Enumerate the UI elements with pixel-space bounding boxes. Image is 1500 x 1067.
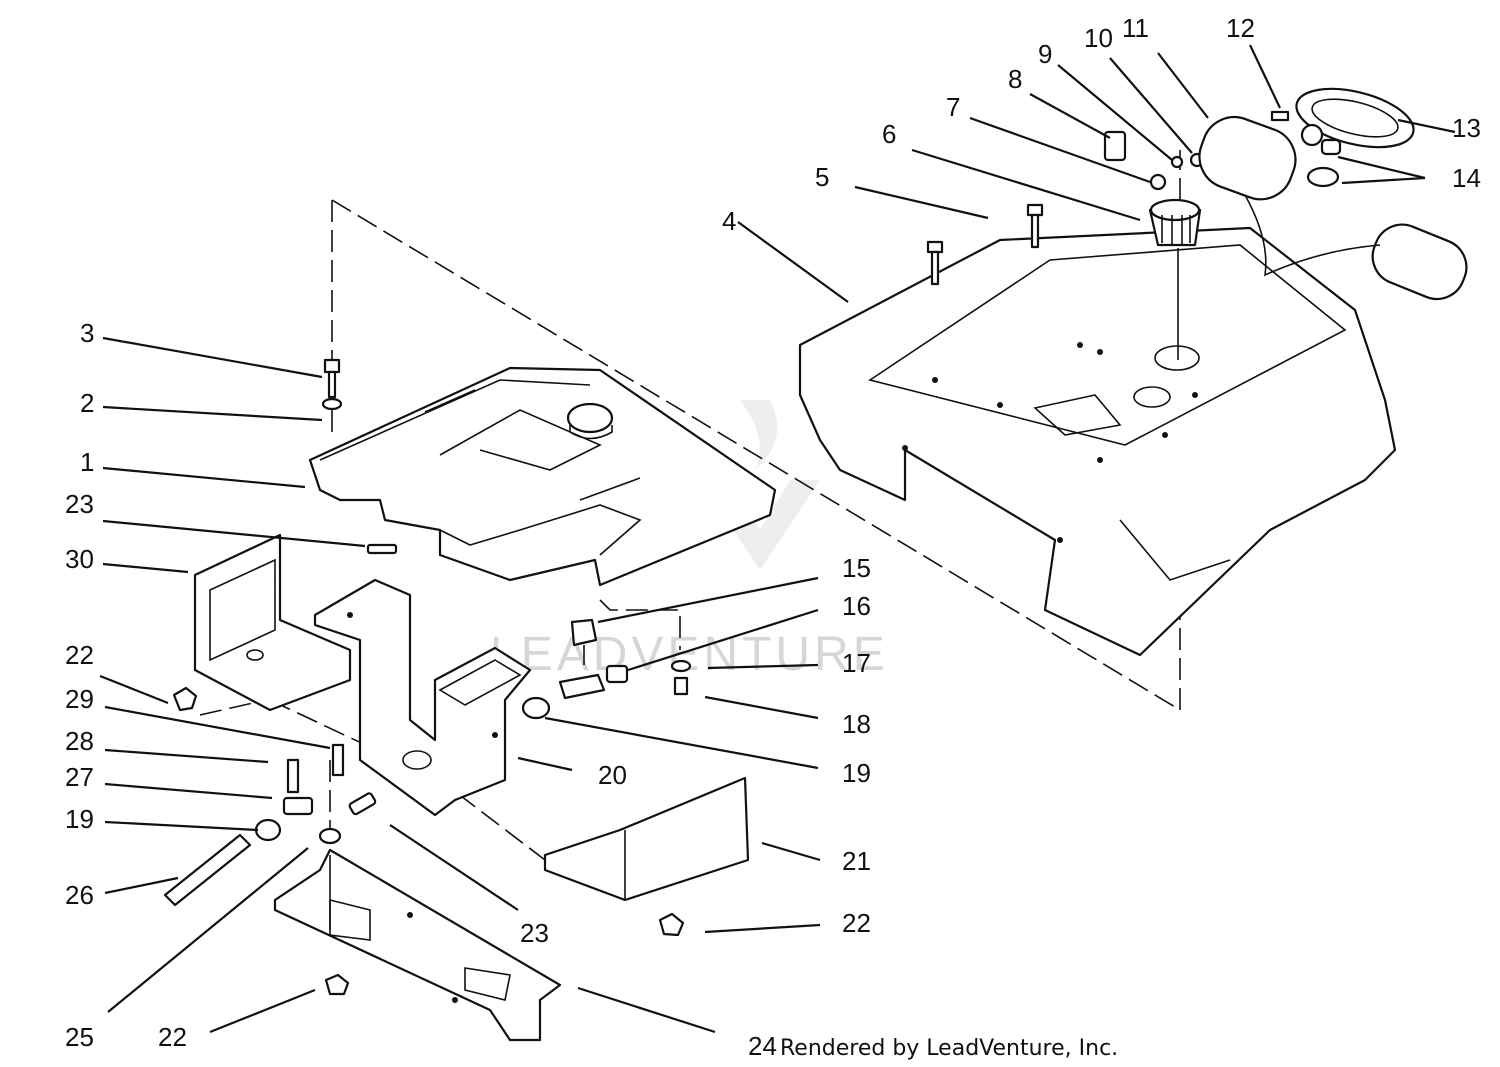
callout-23: 23 (65, 489, 94, 519)
callout-30: 30 (65, 544, 94, 574)
callout-7: 7 (946, 92, 960, 122)
callout-11: 11 (1122, 13, 1149, 43)
callout-13: 13 (1452, 113, 1481, 143)
fuel-tank (308, 366, 777, 587)
render-credit: Rendered by LeadVenture, Inc. (780, 1036, 1118, 1061)
watermark-text: LEADVENTURE (490, 628, 889, 681)
callout-12: 12 (1226, 13, 1255, 43)
callout-4: 4 (722, 206, 736, 236)
fender-hood (798, 226, 1397, 657)
callout-19: 19 (65, 804, 94, 834)
base-plate (273, 848, 562, 1042)
callout-25: 25 (65, 1022, 94, 1052)
callout-22: 22 (158, 1022, 187, 1052)
callout-22: 22 (842, 908, 871, 938)
callout-3: 3 (80, 318, 94, 348)
light-assembly (1103, 87, 1468, 301)
callout-labels: 3 2 1 23 30 22 29 28 27 19 26 25 22 23 2… (65, 13, 1481, 1052)
callout-19: 19 (842, 758, 871, 788)
callout-2: 2 (80, 388, 94, 418)
callout-22: 22 (65, 640, 94, 670)
watermark: LEADVENTURE (490, 400, 889, 681)
lower-shield (543, 776, 750, 902)
callout-9: 9 (1038, 39, 1052, 69)
callout-16: 16 (842, 591, 871, 621)
footer: 24 Rendered by LeadVenture, Inc. (748, 1031, 1118, 1061)
callout-17: 17 (842, 648, 871, 678)
callout-18: 18 (842, 709, 871, 739)
callout-23: 23 (520, 918, 549, 948)
callout-27: 27 (65, 762, 94, 792)
callout-20: 20 (598, 760, 627, 790)
callout-24: 24 (748, 1031, 777, 1061)
hood-bolts (926, 203, 1044, 286)
callout-15: 15 (842, 553, 871, 583)
callout-28: 28 (65, 726, 94, 756)
leader-lines (99, 44, 1456, 1034)
callout-5: 5 (815, 162, 829, 192)
callout-6: 6 (882, 119, 896, 149)
callout-26: 26 (65, 880, 94, 910)
center-support (313, 578, 532, 817)
fuel-cap (1148, 198, 1202, 360)
tank-bracket (193, 533, 352, 712)
callout-10: 10 (1084, 23, 1113, 53)
fuel-fittings (163, 358, 692, 996)
callout-29: 29 (65, 684, 94, 714)
callout-14: 14 (1452, 163, 1481, 193)
callout-1: 1 (80, 447, 94, 477)
callout-8: 8 (1008, 64, 1022, 94)
callout-21: 21 (842, 846, 871, 876)
